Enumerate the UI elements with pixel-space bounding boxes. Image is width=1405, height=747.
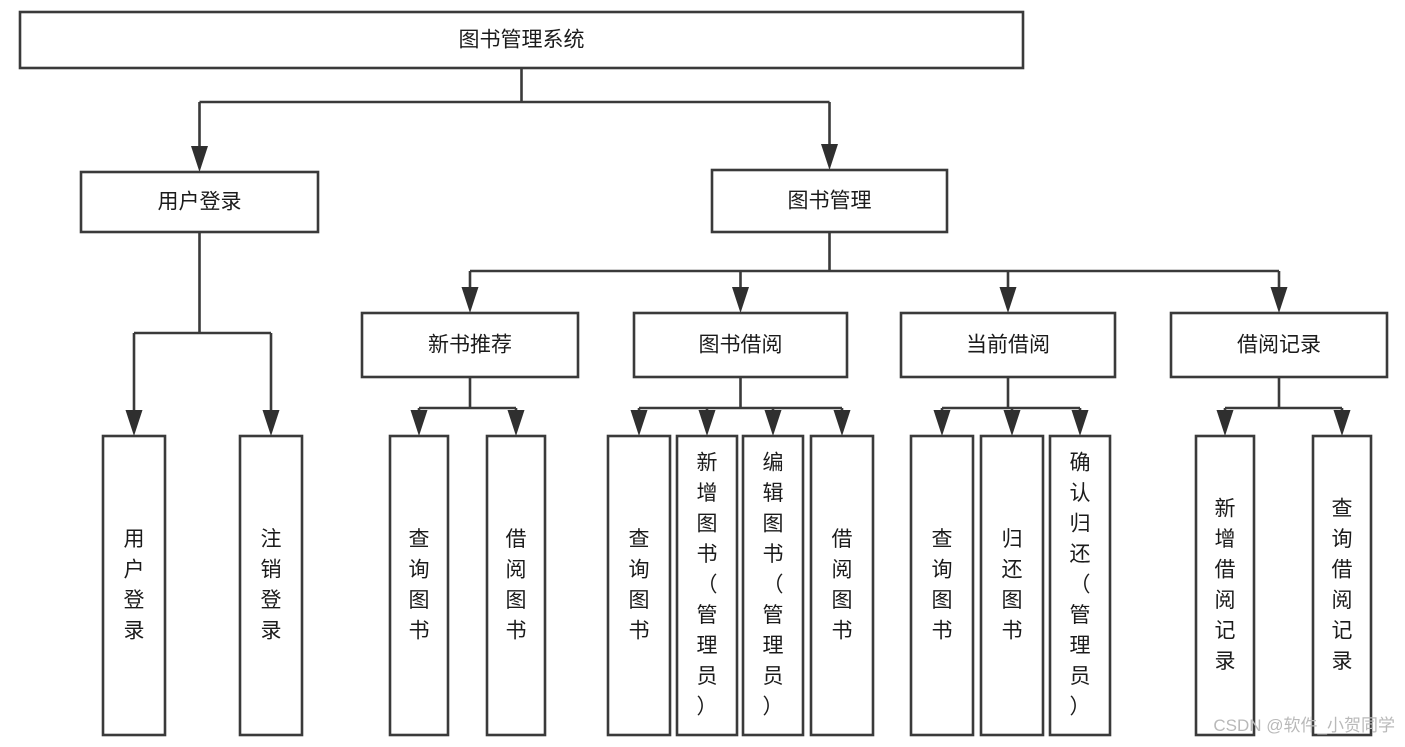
node-box-new-book-rec (360, 311, 580, 379)
node-leaf-rec-search[interactable]: 查询借阅记录 (1311, 434, 1373, 737)
node-leaf-cur-return[interactable]: 归还图书 (979, 434, 1045, 737)
node-label-leaf-user-login: 用户登录 (124, 528, 145, 643)
arrow-head-leaf_borrow_edit (764, 410, 782, 436)
arrow-head-leaf_rec_search (1333, 410, 1351, 436)
node-box-leaf-cur-confirm (1048, 434, 1112, 737)
node-label-leaf-cur-confirm: 确认归还（管理员） (1070, 452, 1091, 719)
node-book-manage[interactable]: 图书管理 (710, 168, 949, 234)
node-box-leaf-cur-return (979, 434, 1045, 737)
node-box-book-manage (710, 168, 949, 234)
arrow-head-leaf_cur_query (933, 410, 951, 436)
node-box-leaf-user-login (101, 434, 167, 737)
arrow-head-book_borrow (732, 287, 749, 313)
arrow-head-leaf_rec_add (1216, 410, 1234, 436)
node-box-root (18, 10, 1025, 70)
node-leaf-rec-query[interactable]: 查询图书 (388, 434, 450, 737)
arrow-head-leaf_cur_confirm (1071, 410, 1089, 436)
node-layer: 图书管理系统用户登录图书管理新书推荐图书借阅当前借阅借阅记录用户登录注销登录查询… (18, 10, 1389, 737)
node-label-user-login: 用户登录 (158, 191, 242, 214)
node-box-leaf-borrow-edit (741, 434, 805, 737)
node-label-leaf-rec-borrow: 借阅图书 (506, 528, 527, 643)
node-label-leaf-borrow-add: 新增图书（管理员） (697, 452, 718, 719)
node-leaf-rec-add[interactable]: 新增借阅记录 (1194, 434, 1256, 737)
node-box-leaf-rec-borrow (485, 434, 547, 737)
connector-layer (125, 68, 1351, 436)
node-leaf-cur-query[interactable]: 查询图书 (909, 434, 975, 737)
node-label-leaf-borrow-edit: 编辑图书（管理员） (763, 452, 784, 719)
arrow-head-leaf_rec_borrow (507, 410, 525, 436)
arrow-head-borrow_record (1270, 287, 1288, 313)
arrow-head-leaf_user_login (125, 410, 143, 436)
arrow-head-user_login (191, 146, 208, 172)
arrow-head-leaf_cur_return (1003, 410, 1021, 436)
node-label-book-borrow: 图书借阅 (699, 334, 783, 357)
node-book-borrow[interactable]: 图书借阅 (632, 311, 849, 379)
arrow-head-current_borrow (999, 287, 1017, 313)
node-box-book-borrow (632, 311, 849, 379)
node-leaf-user-login[interactable]: 用户登录 (101, 434, 167, 737)
node-label-root: 图书管理系统 (459, 29, 585, 52)
arrow-head-leaf_user_logout (262, 410, 280, 436)
node-label-leaf-cur-query: 查询图书 (932, 528, 953, 643)
node-new-book-rec[interactable]: 新书推荐 (360, 311, 580, 379)
arrow-head-new_book_rec (461, 287, 479, 313)
node-label-leaf-user-logout: 注销登录 (261, 528, 282, 643)
node-current-borrow[interactable]: 当前借阅 (899, 311, 1117, 379)
node-label-leaf-rec-query: 查询图书 (409, 528, 430, 643)
arrow-head-leaf_borrow_query (630, 410, 648, 436)
node-box-user-login (79, 170, 320, 234)
node-label-borrow-record: 借阅记录 (1237, 334, 1321, 357)
node-leaf-borrow-query[interactable]: 查询图书 (606, 434, 672, 737)
node-leaf-cur-confirm[interactable]: 确认归还（管理员） (1048, 434, 1112, 737)
node-label-leaf-rec-add: 新增借阅记录 (1215, 497, 1236, 673)
node-label-leaf-cur-return: 归还图书 (1002, 528, 1023, 643)
arrow-head-book_manage (821, 144, 838, 170)
node-user-login[interactable]: 用户登录 (79, 170, 320, 234)
node-label-leaf-borrow-lend: 借阅图书 (832, 528, 853, 643)
node-box-current-borrow (899, 311, 1117, 379)
node-leaf-borrow-edit[interactable]: 编辑图书（管理员） (741, 434, 805, 737)
node-box-borrow-record (1169, 311, 1389, 379)
node-box-leaf-rec-search (1311, 434, 1373, 737)
node-leaf-rec-borrow[interactable]: 借阅图书 (485, 434, 547, 737)
watermark-label: CSDN @软件_小贺同学 (1213, 716, 1395, 735)
node-label-current-borrow: 当前借阅 (966, 334, 1050, 357)
arrow-head-leaf_rec_query (410, 410, 428, 436)
node-box-leaf-borrow-query (606, 434, 672, 737)
node-box-leaf-cur-query (909, 434, 975, 737)
node-root[interactable]: 图书管理系统 (18, 10, 1025, 70)
node-label-leaf-rec-search: 查询借阅记录 (1332, 497, 1353, 673)
node-box-leaf-rec-query (388, 434, 450, 737)
node-borrow-record[interactable]: 借阅记录 (1169, 311, 1389, 379)
node-leaf-user-logout[interactable]: 注销登录 (238, 434, 304, 737)
node-box-leaf-user-logout (238, 434, 304, 737)
arrow-head-leaf_borrow_add (698, 410, 716, 436)
node-label-leaf-borrow-query: 查询图书 (629, 528, 650, 643)
node-box-leaf-rec-add (1194, 434, 1256, 737)
node-box-leaf-borrow-lend (809, 434, 875, 737)
node-label-book-manage: 图书管理 (788, 190, 872, 213)
node-leaf-borrow-add[interactable]: 新增图书（管理员） (675, 434, 739, 737)
node-label-new-book-rec: 新书推荐 (428, 334, 512, 357)
arrow-head-leaf_borrow_lend (833, 410, 851, 436)
node-leaf-borrow-lend[interactable]: 借阅图书 (809, 434, 875, 737)
node-box-leaf-borrow-add (675, 434, 739, 737)
